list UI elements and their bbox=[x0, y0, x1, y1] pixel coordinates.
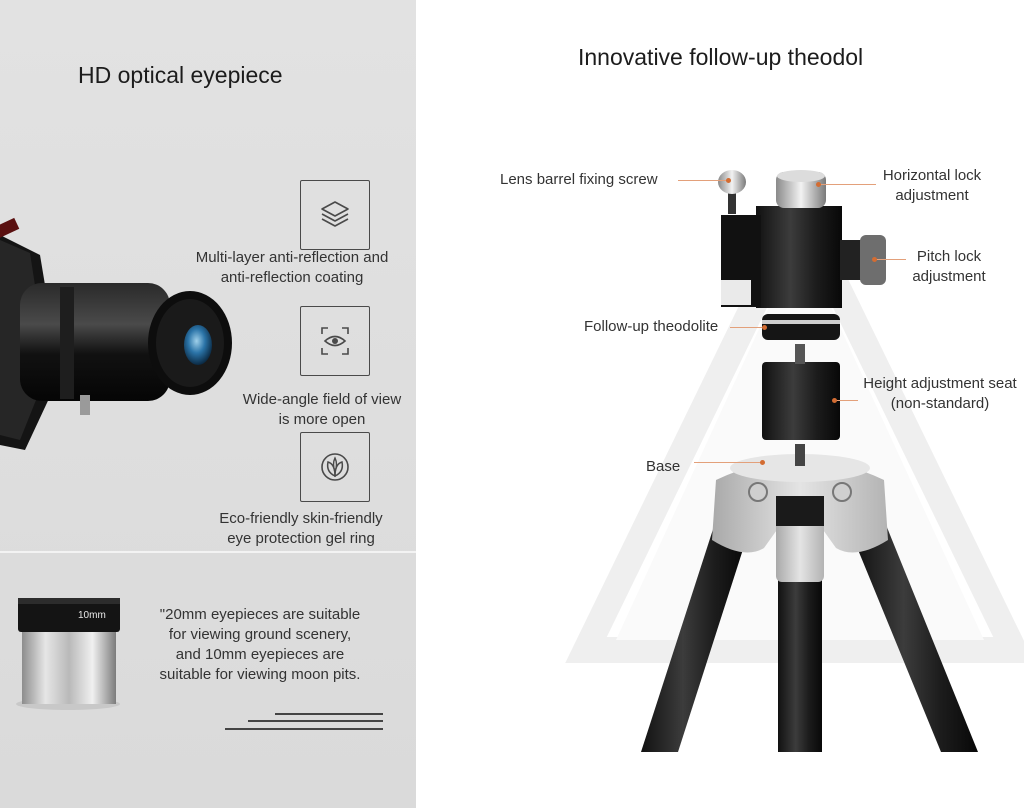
leader-line bbox=[820, 184, 876, 185]
decorative-line bbox=[275, 713, 383, 715]
layers-icon bbox=[321, 201, 349, 227]
callout-dot bbox=[760, 460, 765, 465]
leader-line bbox=[694, 462, 762, 463]
tripod-image bbox=[565, 170, 1024, 752]
callout-dot bbox=[832, 398, 837, 403]
feature-caption-field: Wide-angle field of view is more open bbox=[242, 391, 402, 428]
eyepiece-note: "20mm eyepieces are suitable for viewing… bbox=[159, 606, 361, 683]
leader-line bbox=[876, 259, 906, 260]
callout-horizontal-lock: Horizontal lock adjustment bbox=[882, 167, 982, 204]
callout-dot bbox=[762, 325, 767, 330]
decorative-line bbox=[225, 728, 383, 730]
eyepiece-size-label: 10mm bbox=[78, 610, 106, 621]
section-divider bbox=[0, 551, 416, 553]
eyepiece-panel: HD optical eyepiece bbox=[0, 0, 416, 808]
leader-line bbox=[678, 180, 728, 181]
decorative-line bbox=[248, 720, 383, 722]
callout-theodolite: Follow-up theodolite bbox=[584, 318, 719, 335]
callout-dot bbox=[816, 182, 821, 187]
callout-pitch-lock: Pitch lock adjustment bbox=[912, 248, 986, 285]
callout-lens-barrel-screw: Lens barrel fixing screw bbox=[500, 171, 658, 188]
callout-dot bbox=[726, 178, 731, 183]
feature-icon-box-gel bbox=[300, 432, 370, 502]
callout-base: Base bbox=[646, 458, 681, 475]
theodolite-title: Innovative follow-up theodol bbox=[578, 44, 864, 70]
telescope-eyepiece-image bbox=[0, 217, 232, 450]
callout-dot bbox=[872, 257, 877, 262]
callout-height-seat: Height adjustment seat (non-standard) bbox=[863, 375, 1017, 412]
eyepiece-title: HD optical eyepiece bbox=[78, 62, 283, 88]
feature-caption-coating: Multi-layer anti-reflection and anti-ref… bbox=[195, 249, 389, 286]
leader-line bbox=[730, 327, 764, 328]
eye-scan-icon bbox=[321, 327, 349, 355]
leaf-icon bbox=[321, 453, 349, 481]
feature-icon-box-coating bbox=[300, 180, 370, 250]
theodolite-panel: Innovative follow-up theodol bbox=[416, 0, 1024, 808]
eyepiece-product-image bbox=[16, 598, 120, 710]
feature-caption-gel: Eco-friendly skin-friendly eye protectio… bbox=[219, 510, 383, 547]
feature-icon-box-field bbox=[300, 306, 370, 376]
leader-line bbox=[836, 400, 858, 401]
